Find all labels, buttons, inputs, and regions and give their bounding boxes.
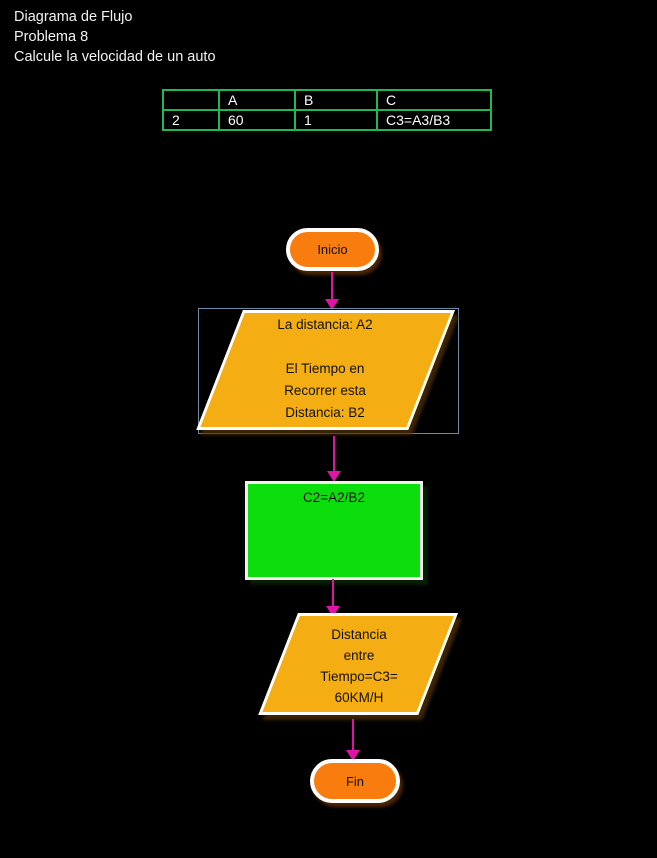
flowchart-end-node[interactable]: Fin: [310, 759, 400, 803]
title-line-3: Calcule la velocidad de un auto: [14, 49, 216, 65]
flowchart-input-text: La distancia: A2 El Tiempo en Recorrer e…: [225, 314, 425, 424]
spreadsheet-header-b[interactable]: B: [294, 89, 378, 111]
flowchart-output-text: Distancia entre Tiempo=C3= 60KM/H: [279, 624, 439, 708]
output-text-line: 60KM/H: [334, 690, 384, 705]
input-text-line: Distancia: B2: [285, 405, 365, 420]
title-line-1: Diagrama de Flujo: [14, 9, 133, 25]
output-text-line: Tiempo=C3=: [320, 669, 398, 684]
spreadsheet-corner-cell[interactable]: [162, 89, 220, 111]
spreadsheet-row-number[interactable]: 2: [162, 109, 220, 131]
arrow-line: [331, 272, 333, 299]
spreadsheet-header-a[interactable]: A: [218, 89, 296, 111]
arrow-head-icon: [327, 471, 341, 482]
arrow-line: [333, 436, 335, 471]
output-text-line: Distancia: [331, 627, 387, 642]
flowchart-start-node[interactable]: Inicio: [286, 228, 379, 271]
slide-title: Diagrama de Flujo Problema 8 Calcule la …: [14, 7, 216, 67]
arrow-head-icon: [326, 606, 340, 617]
input-text-line: [225, 336, 425, 358]
arrow-head-icon: [325, 299, 339, 310]
spreadsheet-data-row: 2 60 1 C3=A3/B3: [162, 109, 492, 131]
input-text-line: La distancia: A2: [277, 317, 373, 332]
title-line-2: Problema 8: [14, 29, 89, 45]
end-label: Fin: [345, 773, 365, 789]
spreadsheet-cell-b2[interactable]: 1: [294, 109, 378, 131]
arrow-head-icon: [346, 750, 360, 761]
spreadsheet-cell-c2-formula[interactable]: C3=A3/B3: [376, 109, 492, 131]
spreadsheet-table[interactable]: A B C 2 60 1 C3=A3/B3: [162, 89, 492, 131]
spreadsheet-header-row: A B C: [162, 89, 492, 111]
output-text-line: entre: [343, 648, 375, 663]
flowchart-process-node[interactable]: C2=A2/B2: [245, 481, 423, 580]
spreadsheet-cell-a2[interactable]: 60: [218, 109, 296, 131]
process-label: C2=A2/B2: [303, 490, 365, 505]
arrow-line: [332, 579, 334, 606]
selection-outline: [198, 308, 459, 434]
start-label: Inicio: [317, 242, 348, 257]
input-text-line: El Tiempo en: [285, 361, 365, 376]
input-text-line: Recorrer esta: [284, 383, 366, 398]
spreadsheet-header-c[interactable]: C: [376, 89, 492, 111]
arrow-line: [352, 719, 354, 750]
